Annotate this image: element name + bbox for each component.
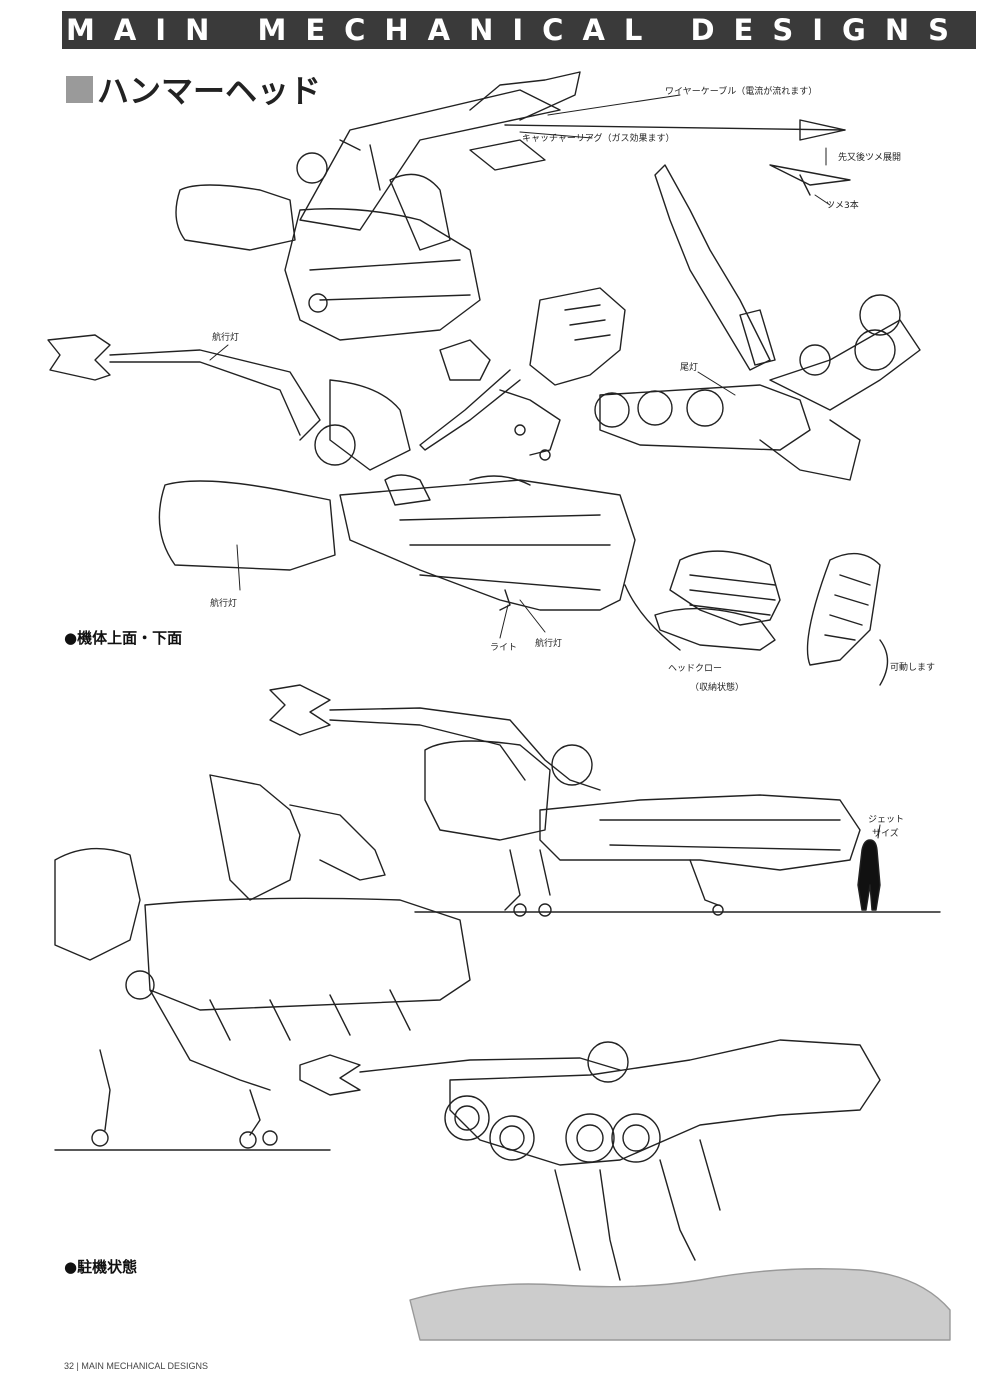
annotation-tail-light: 尾灯 [680,363,699,373]
section-title-text: ハンマーヘッド [97,72,322,110]
header-bar [62,11,976,49]
footer: 32 | MAIN MECHANICAL DESIGNS [64,1361,208,1371]
drawing-side-view-small [420,288,625,460]
annotation-nav-light-3: 航行灯 [535,639,563,649]
drawing-head-claw-detail [625,551,888,685]
drawing-rear-view-parked [300,1040,950,1340]
annotation-head-claw: ヘッドクロー [668,664,723,674]
annotation-leader-lines [210,95,880,838]
page-number: 32 [64,1361,75,1371]
annotation-jet-size-1: ジェット [868,815,905,825]
annotation-wire-cable: ワイヤーケーブル（電流が流れます） [665,87,818,97]
section-title: ハンマーヘッド [66,66,321,112]
annotation-nav-light-1: 航行灯 [212,333,240,343]
footer-separator: | [76,1361,82,1371]
footer-label: MAIN MECHANICAL DESIGNS [81,1361,209,1371]
annotation-head-claw-stowed: （収納状態） [690,683,745,693]
drawing-top-view-lower [48,335,635,610]
annotation-jet-size-2: サイズ [872,829,899,839]
drawing-side-view-parked [270,685,940,916]
drawing-top-view-upper [176,72,845,340]
annotation-nav-light-2: 航行灯 [210,599,238,609]
square-bullet-icon [66,75,93,103]
annotation-claw: ツメ3本 [826,201,859,211]
caption-parked-state: ●駐機状態 [64,1258,138,1276]
drawing-rotated-view [595,165,920,480]
annotation-light: ライト [490,643,518,653]
annotation-rotates: 可動します [890,663,936,673]
header-title: MAIN MECHANICAL DESIGNS [66,13,969,47]
annotation-claw-open: 先又後ツメ展開 [838,153,902,163]
caption-top-bottom-view: ●機体上面・下面 [64,629,183,647]
annotation-catcher-rear: キャッチャーリアグ（ガス効果ます） [522,134,675,144]
drawing-front-view-parked [55,775,470,1150]
